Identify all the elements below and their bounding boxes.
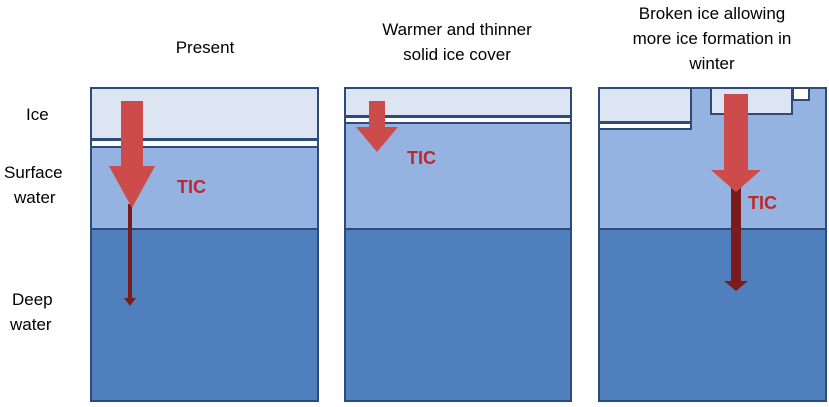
- ice-floe-small: [793, 88, 809, 100]
- tic-flux-arrow: [711, 94, 761, 192]
- panel-present: TIC: [90, 87, 319, 402]
- tic-label: TIC: [177, 177, 206, 197]
- ice-floe-left-outline: [599, 88, 692, 123]
- panel-outline: [598, 87, 827, 402]
- ice-gap: [91, 140, 318, 147]
- tic-label: TIC: [748, 193, 777, 213]
- panel-broken-ice: TIC: [598, 87, 827, 402]
- panel-3-title-line-3: winter: [688, 54, 735, 73]
- surface-water-label-line-2: water: [13, 188, 56, 207]
- surface-water-label-line-1: Surface: [4, 163, 63, 182]
- tic-label: TIC: [407, 148, 436, 168]
- panel-2-title-line-2: solid ice cover: [403, 45, 511, 64]
- panel-2-title-line-1: Warmer and thinner: [382, 20, 532, 39]
- panel-thinner-ice: TIC: [344, 87, 572, 402]
- tic-flux-arrow: [356, 101, 398, 152]
- panel-outline: [90, 87, 319, 402]
- ice-floe-left: [599, 88, 691, 122]
- tic-flux-arrow: [109, 101, 155, 208]
- ice-floe-left-gap: [599, 123, 691, 129]
- ice-label: Ice: [26, 105, 49, 124]
- deep-flux-stem: [731, 185, 741, 282]
- ice-floe-right: [711, 88, 792, 114]
- panel-3-title-line-2: more ice formation in: [633, 29, 792, 48]
- panel-3-title-line-1: Broken ice allowing: [639, 4, 785, 23]
- panel-1-title: Present: [176, 38, 235, 57]
- ice-gap: [345, 117, 571, 123]
- deep-flux-stem: [128, 204, 132, 298]
- panel-outline: [344, 87, 572, 402]
- deep-water-label-line-1: Deep: [12, 290, 53, 309]
- deep-flux-head: [124, 298, 136, 306]
- deep-water-label-line-2: water: [9, 315, 52, 334]
- deep-flux-head: [724, 281, 748, 291]
